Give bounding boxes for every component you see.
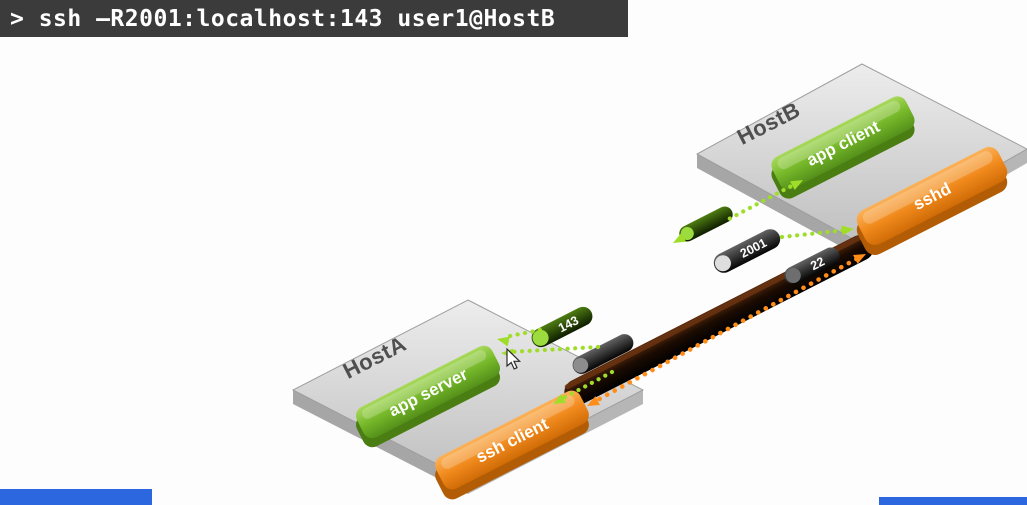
orange-arrowhead-sshd xyxy=(853,254,866,264)
port-green-hostb xyxy=(679,206,733,242)
app-server-block: app server xyxy=(356,345,500,448)
port-143: 143 xyxy=(531,306,593,348)
app-client-block: app client xyxy=(771,96,915,199)
flow-appclient-to-port xyxy=(724,180,800,223)
port-22-cap xyxy=(785,268,801,284)
port-143-cap xyxy=(532,329,549,346)
progress-strip-left xyxy=(0,489,152,505)
sshd-block: sshd xyxy=(856,147,1008,255)
mouse-cursor-icon xyxy=(506,347,522,370)
port-dark-hosta xyxy=(572,334,634,374)
terminal-bar: > ssh –R2001:localhost:143 user1@HostB xyxy=(0,0,628,37)
ssh-client-gloss xyxy=(441,395,575,469)
sshd-top xyxy=(856,147,1008,245)
flow-port-to-sshclient xyxy=(557,369,615,403)
progress-strip-right xyxy=(879,497,1027,505)
app-client-gloss xyxy=(777,100,901,170)
sshd-gloss xyxy=(862,151,993,224)
port-2001-cap xyxy=(714,255,731,272)
flow-tunnel-dotted xyxy=(589,254,863,406)
green-arrowhead-appserver-2 xyxy=(497,336,510,347)
port-22: 22 xyxy=(784,247,840,285)
green-arrowhead-sshd xyxy=(841,225,854,236)
flow-port-to-appserver-2 xyxy=(502,327,543,340)
app-client-top xyxy=(771,96,915,190)
app-server-gloss xyxy=(362,350,487,419)
green-arrowhead-appclient xyxy=(790,180,803,191)
app-server-top xyxy=(356,345,500,439)
ssh-client-top xyxy=(435,390,589,490)
green-arrowhead-port-hostb xyxy=(673,232,686,243)
flow-port-to-appserver-1 xyxy=(506,344,601,355)
orange-arrowhead-sshclient xyxy=(587,396,600,406)
port-green-hostb-cap xyxy=(680,227,694,241)
port-22-label: 22 xyxy=(808,254,827,273)
green-flow-lines xyxy=(497,180,854,404)
terminal-command: > ssh –R2001:localhost:143 user1@HostB xyxy=(10,5,556,32)
port-2001: 2001 xyxy=(713,229,781,273)
green-arrowhead-sshclient xyxy=(553,393,566,404)
flow-port2001-to-sshd xyxy=(779,227,849,240)
orange-tunnel-flow xyxy=(587,254,866,406)
port-dark-hosta-cap xyxy=(573,357,589,373)
